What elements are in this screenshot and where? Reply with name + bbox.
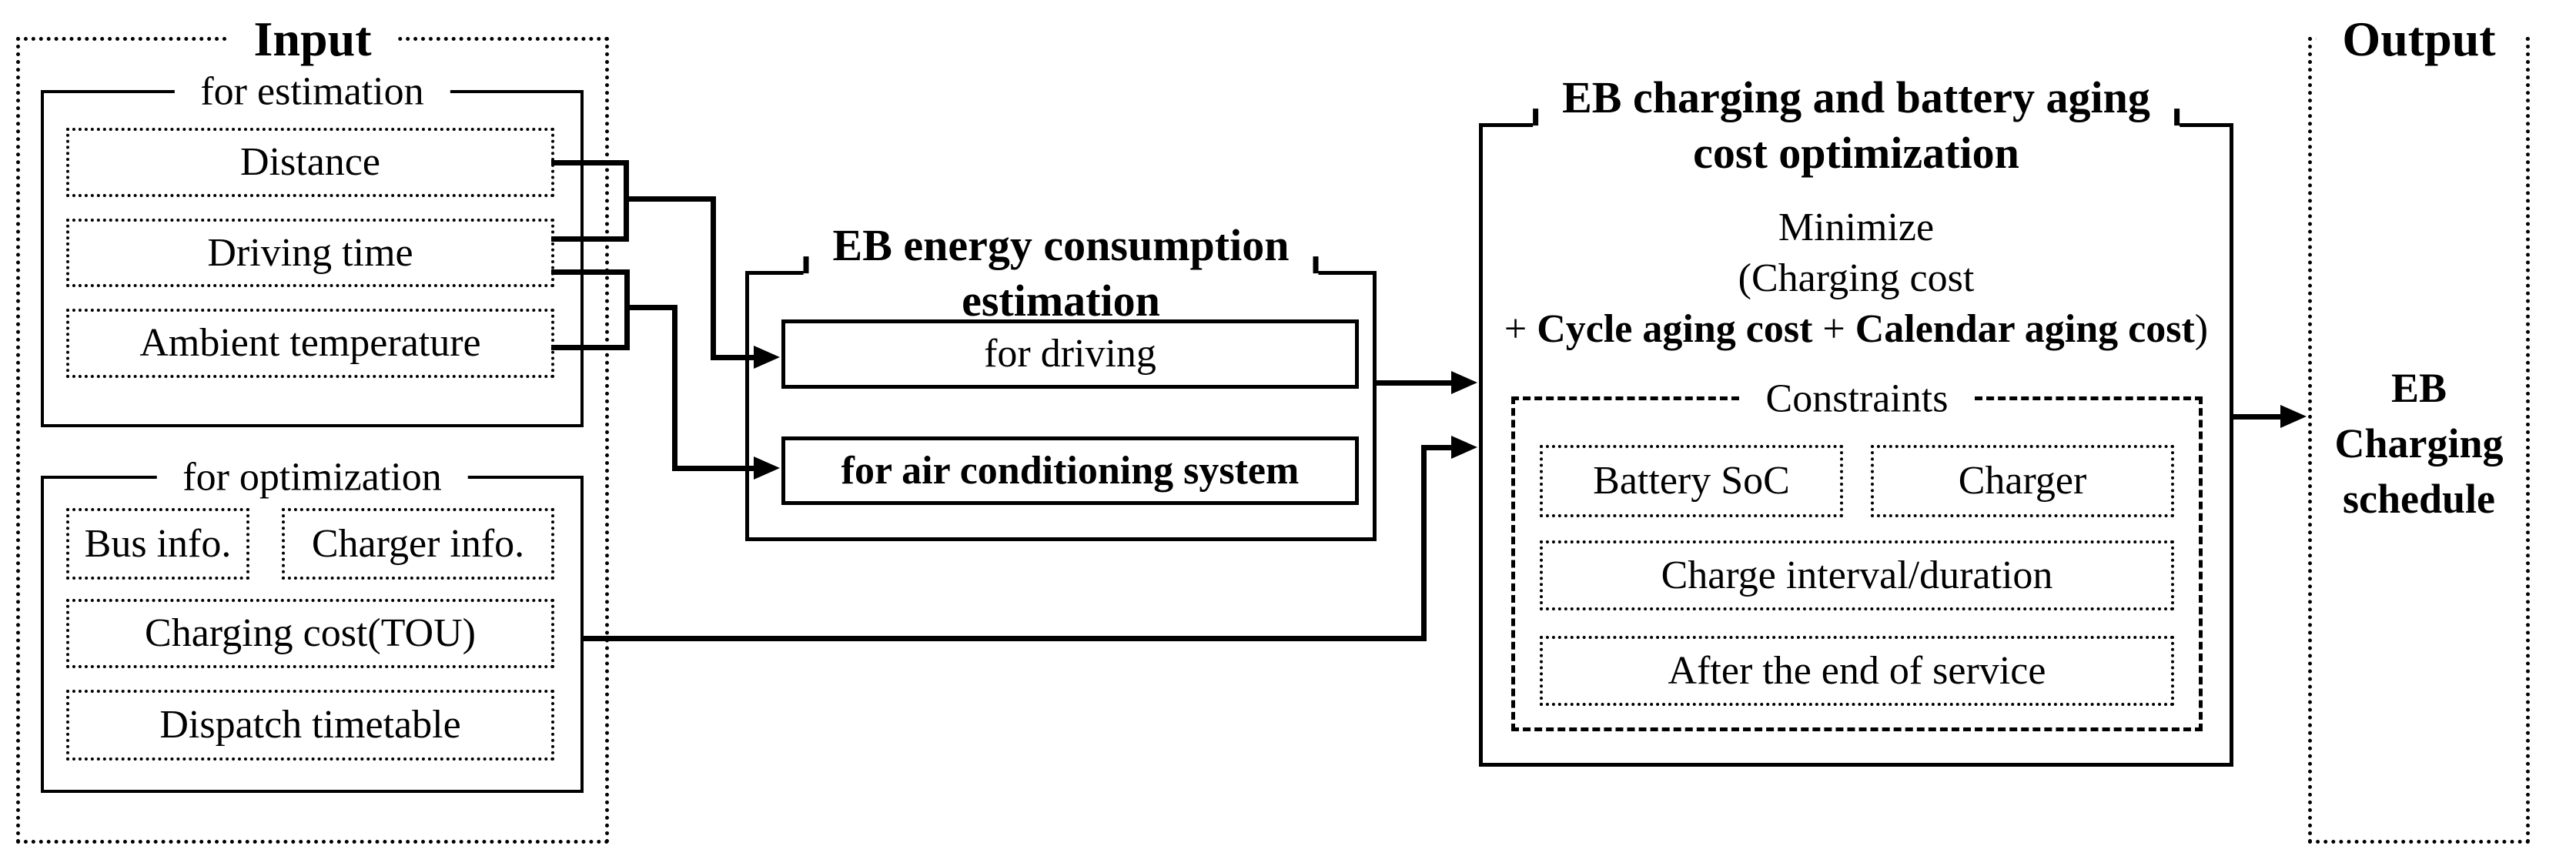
objective-cycle-aging-cost: Cycle aging cost bbox=[1537, 307, 1813, 351]
connector-ambient-temperature-stub bbox=[551, 345, 630, 350]
arrowhead-into-output bbox=[2280, 405, 2307, 428]
objective-function-text: Minimize (Charging cost + Cycle aging co… bbox=[1479, 202, 2233, 355]
cost-optimization-title-line1: EB charging and battery aging bbox=[1562, 72, 2150, 123]
input-section-box: Input bbox=[16, 12, 609, 844]
output-result-line3: schedule bbox=[2342, 476, 2496, 522]
objective-calendar-aging-cost: Calendar aging cost bbox=[1855, 307, 2195, 351]
output-result-line2: Charging bbox=[2334, 420, 2504, 466]
objective-line-aging-costs: + Cycle aging cost + Calendar aging cost… bbox=[1479, 304, 2233, 355]
energy-estimation-title-line1: EB energy consumption bbox=[832, 220, 1290, 271]
energy-estimation-title-line2: estimation bbox=[962, 276, 1160, 326]
cost-optimization-title: EB charging and battery aging cost optim… bbox=[1533, 70, 2180, 181]
estimation-item-for-air-conditioning: for air conditioning system bbox=[781, 436, 1359, 505]
connector-tou-vertical bbox=[1421, 445, 1427, 641]
input-item-bus-info: Bus info. bbox=[66, 508, 249, 580]
output-section-title: Output bbox=[2316, 12, 2522, 67]
objective-line-minimize: Minimize bbox=[1778, 206, 1935, 249]
constraint-item-after-end-of-service: After the end of service bbox=[1540, 636, 2174, 706]
connector-bracket-a-out-vertical bbox=[711, 196, 716, 358]
arrowhead-into-optimization-bottom bbox=[1451, 436, 1477, 459]
objective-plus-sign-2: + bbox=[1812, 307, 1855, 351]
constraint-item-charger: Charger bbox=[1871, 445, 2174, 517]
arrowhead-into-for-air-conditioning bbox=[754, 456, 780, 480]
connector-tou-horizontal bbox=[582, 636, 1427, 641]
input-section-title: Input bbox=[227, 12, 398, 67]
for-optimization-group-box: for optimization bbox=[41, 455, 584, 793]
connector-bracket-b-into-for-ac bbox=[672, 466, 755, 471]
connector-driving-time-upper-stub bbox=[551, 236, 629, 242]
input-item-distance: Distance bbox=[66, 128, 554, 197]
objective-line-charging-cost: (Charging cost bbox=[1738, 256, 1975, 300]
output-section-box: Output bbox=[2308, 12, 2530, 844]
constraint-item-charge-interval-duration: Charge interval/duration bbox=[1540, 540, 2174, 610]
input-item-charging-cost-tou: Charging cost(TOU) bbox=[66, 599, 554, 668]
for-estimation-group-box: for estimation bbox=[41, 69, 584, 427]
input-item-charger-info: Charger info. bbox=[282, 508, 554, 580]
input-item-driving-time: Driving time bbox=[66, 219, 554, 287]
input-item-dispatch-timetable: Dispatch timetable bbox=[66, 690, 554, 761]
connector-bracket-b-out-horizontal bbox=[624, 305, 677, 310]
connector-optimization-to-output bbox=[2232, 414, 2282, 420]
constraints-group-title: Constraints bbox=[1739, 376, 1975, 421]
constraint-item-battery-soc: Battery SoC bbox=[1540, 445, 1843, 517]
for-estimation-group-title: for estimation bbox=[174, 69, 450, 114]
cost-optimization-title-line2: cost optimization bbox=[1693, 128, 2019, 178]
input-item-ambient-temperature: Ambient temperature bbox=[66, 309, 554, 378]
connector-bracket-a-out-horizontal bbox=[624, 196, 716, 202]
constraints-group-box: Constraints bbox=[1511, 376, 2203, 731]
estimation-item-for-driving: for driving bbox=[781, 319, 1359, 389]
connector-bracket-b-out-vertical bbox=[672, 305, 677, 471]
output-result-line1: EB bbox=[2390, 365, 2447, 411]
connector-estimation-to-optimization bbox=[1375, 380, 1453, 386]
connector-driving-time-lower-stub bbox=[551, 269, 630, 275]
objective-plus-sign: + bbox=[1504, 307, 1537, 351]
arrowhead-into-for-driving bbox=[754, 346, 780, 369]
connector-tou-into-optimization bbox=[1421, 445, 1453, 450]
output-result-text: EB Charging schedule bbox=[2308, 360, 2530, 527]
objective-paren-close: ) bbox=[2194, 307, 2209, 351]
for-optimization-group-title: for optimization bbox=[156, 455, 468, 500]
arrowhead-into-optimization-top bbox=[1451, 371, 1477, 394]
connector-distance-stub bbox=[551, 160, 629, 166]
connector-bracket-a-into-for-driving bbox=[711, 355, 757, 360]
energy-estimation-title: EB energy consumption estimation bbox=[803, 218, 1319, 329]
